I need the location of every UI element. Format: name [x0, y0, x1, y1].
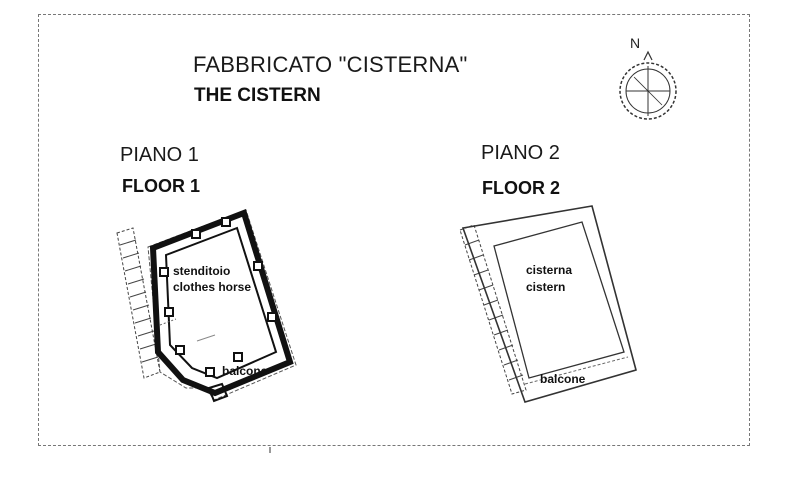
floor1-room-english: clothes horse [173, 280, 252, 294]
floor1-balcony-label: balcone [222, 364, 268, 378]
compass-north-label: N [630, 35, 640, 51]
floor2-plan [459, 205, 637, 403]
drawing-border [38, 14, 750, 446]
floor2-floor-label: FLOOR 2 [482, 178, 561, 198]
floor2-balcony-label: balcone [540, 372, 586, 386]
floor1-piano-label: PIANO 1 [120, 144, 199, 166]
title-english: THE CISTERN [194, 85, 321, 106]
floor1-floor-label: FLOOR 1 [122, 176, 201, 196]
compass-icon [619, 50, 677, 120]
floor2-room-english: cistern [526, 280, 566, 294]
floor1-stair [116, 227, 161, 379]
floor2-room-italian: cisterna [526, 263, 573, 277]
floor1-room-italian: stenditoio [173, 264, 231, 278]
floor2-piano-label: PIANO 2 [481, 142, 560, 164]
floor1-plan [116, 209, 297, 403]
title-italian: FABBRICATO "CISTERNA" [193, 52, 468, 77]
floor2-stair [459, 224, 527, 395]
